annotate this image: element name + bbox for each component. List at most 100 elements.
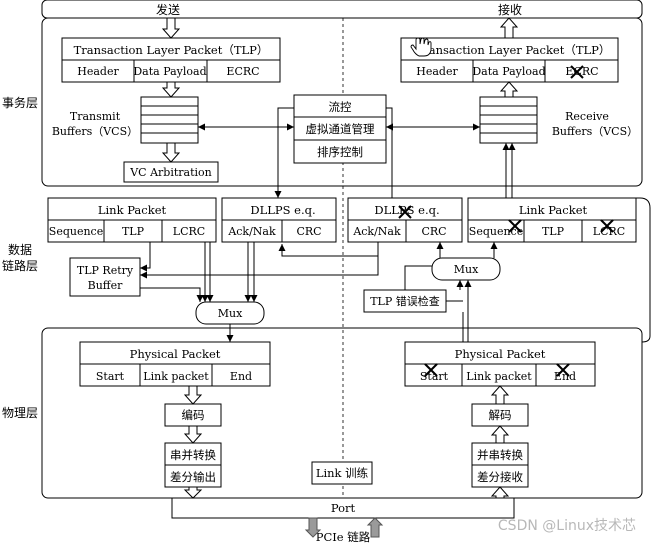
diff-in-label: 差分接收: [477, 470, 523, 484]
receive-link-packet-title: Link Packet: [519, 203, 588, 217]
tlp-error-check-box: TLP 错误检查: [363, 289, 447, 313]
retry-buffer-label-2: Buffer: [88, 279, 123, 292]
x-mark-icon: [556, 363, 570, 377]
transmit-phys-start: Start: [96, 370, 125, 383]
arrow-up-icon: [366, 517, 384, 538]
receive-lp-tlp: TLP: [542, 225, 565, 238]
vc-management-label: 虚拟通道管理: [306, 122, 375, 136]
deser-label: 并串转换: [477, 448, 523, 462]
serdes-box: 串并转换 差分输出: [164, 442, 222, 488]
transaction-layer-frame: [41, 17, 643, 187]
receive-buffers: Receive Buffers（VCS）: [479, 96, 638, 144]
port-box: Port: [171, 498, 515, 519]
transmit-dllp-crc: CRC: [296, 225, 321, 238]
transmit-physical-packet-box: Physical Packet Start Link packet End: [79, 341, 271, 387]
physical-layer-frame: [41, 327, 643, 499]
header-frame: [41, 0, 643, 19]
block-arrows: [161, 17, 519, 499]
transmit-mux: Mux: [195, 301, 265, 325]
transmit-buffers-label-1: Transmit: [70, 110, 121, 123]
vc-arbitration-box: VC Arbitration: [123, 161, 219, 183]
transmit-phys-link: Link packet: [143, 370, 209, 383]
link-training-label: Link 训练: [316, 466, 369, 480]
datalink-layer-label-1: 数据: [8, 242, 32, 257]
watermark: CSDN @Linux技术芯: [498, 518, 636, 534]
physical-layer-label: 物理层: [2, 406, 38, 420]
transmit-tlp-title: Transaction Layer Packet（TLP）: [74, 43, 269, 57]
tlp-retry-buffer-box: TLP Retry Buffer: [69, 257, 141, 297]
link-training-box: Link 训练: [311, 461, 373, 485]
receive-physical-title: Physical Packet: [455, 347, 546, 361]
arrow-up-icon: [490, 385, 510, 405]
transmit-tlp-ecrc: ECRC: [226, 65, 259, 78]
transmit-tlp-header: Header: [77, 65, 119, 78]
ordering-label: 排序控制: [317, 145, 363, 159]
transmit-tlp-payload: Data Payload: [133, 65, 206, 78]
transmit-lp-lcrc: LCRC: [173, 225, 205, 238]
arrow-down-icon: [304, 517, 322, 538]
pcie-link-label: PCIe 链路: [316, 530, 371, 544]
receive-dllp-box: DLLPS e.q. Ack/Nak CRC: [347, 197, 463, 243]
datalink-layer-label-2: 链路层: [2, 258, 38, 273]
receive-buffers-label-1: Receive: [565, 110, 609, 123]
arrow-down-icon: [161, 81, 181, 98]
serdes-label: 串并转换: [170, 448, 216, 462]
encode-label: 编码: [182, 408, 205, 422]
x-mark-icon: [424, 363, 438, 377]
x-mark-icon: [508, 219, 522, 233]
deser-box: 并串转换 差分接收: [471, 442, 529, 488]
transmit-link-packet-title: Link Packet: [98, 203, 167, 217]
transmit-phys-end: End: [230, 370, 252, 383]
arrow-up-icon: [499, 17, 519, 39]
decode-box: 解码: [471, 403, 529, 427]
vc-arbitration-label: VC Arbitration: [129, 166, 212, 179]
transmit-lp-sequence: Sequence: [49, 225, 103, 238]
hand-cursor-icon: [410, 37, 432, 57]
transmit-buffers-label-2: Buffers（VCS）: [52, 125, 138, 138]
x-mark-icon: [398, 205, 412, 219]
receive-physical-packet-box: Physical Packet Start Link packet End: [404, 341, 596, 387]
transmit-physical-title: Physical Packet: [130, 347, 221, 361]
receive-mux-label: Mux: [454, 263, 479, 276]
transmit-mux-label: Mux: [218, 307, 243, 320]
receive-link-packet-box: Link Packet Sequence TLP LCRC: [467, 197, 637, 243]
receive-label: 接收: [498, 2, 522, 17]
arrow-down-icon: [183, 385, 203, 405]
x-marks: [398, 65, 614, 377]
tlp-error-check-label: TLP 错误检查: [370, 294, 440, 308]
transmit-tlp-box: Transaction Layer Packet（TLP） Header Dat…: [61, 37, 281, 83]
arrow-down-icon: [183, 425, 203, 444]
receive-buffers-label-2: Buffers（VCS）: [552, 125, 638, 138]
receive-tlp-header: Header: [416, 65, 458, 78]
transmit-dllp-box: DLLPS e.q. Ack/Nak CRC: [221, 197, 337, 243]
receive-tlp-payload: Data Payload: [472, 65, 545, 78]
arrow-down-icon: [183, 486, 203, 499]
arrow-up-icon: [490, 486, 510, 499]
transmit-dllp-acknak: Ack/Nak: [227, 225, 276, 238]
arrow-down-icon: [161, 142, 181, 163]
x-mark-icon: [600, 219, 614, 233]
receive-lp-lcrc: LCRC: [593, 225, 625, 238]
receive-tlp-title: Transaction Layer Packet（TLP）: [416, 43, 611, 57]
decode-label: 解码: [489, 408, 512, 422]
connector-lines: [140, 107, 516, 342]
send-label: 发送: [156, 2, 180, 17]
receive-dllp-acknak: Ack/Nak: [352, 225, 401, 238]
receive-tlp-box: Transaction Layer Packet（TLP） Header Dat…: [400, 37, 619, 83]
encode-box: 编码: [164, 403, 222, 427]
port-label: Port: [331, 501, 356, 515]
retry-buffer-label-1: TLP Retry: [77, 264, 134, 277]
receive-mux: Mux: [431, 257, 501, 281]
datalink-frame-edge: [636, 197, 651, 343]
transmit-dllp-title: DLLPS e.q.: [250, 203, 315, 217]
arrow-up-icon: [499, 81, 519, 98]
pcie-link-arrows: [304, 517, 384, 538]
receive-lp-sequence: Sequence: [469, 225, 523, 238]
transaction-layer-label: 事务层: [2, 95, 38, 110]
arrow-down-icon: [161, 17, 181, 39]
transmit-buffers: Transmit Buffers（VCS）: [52, 96, 199, 144]
x-mark-icon: [570, 65, 584, 79]
diff-out-label: 差分输出: [170, 470, 216, 484]
flow-control-label: 流控: [329, 100, 352, 114]
